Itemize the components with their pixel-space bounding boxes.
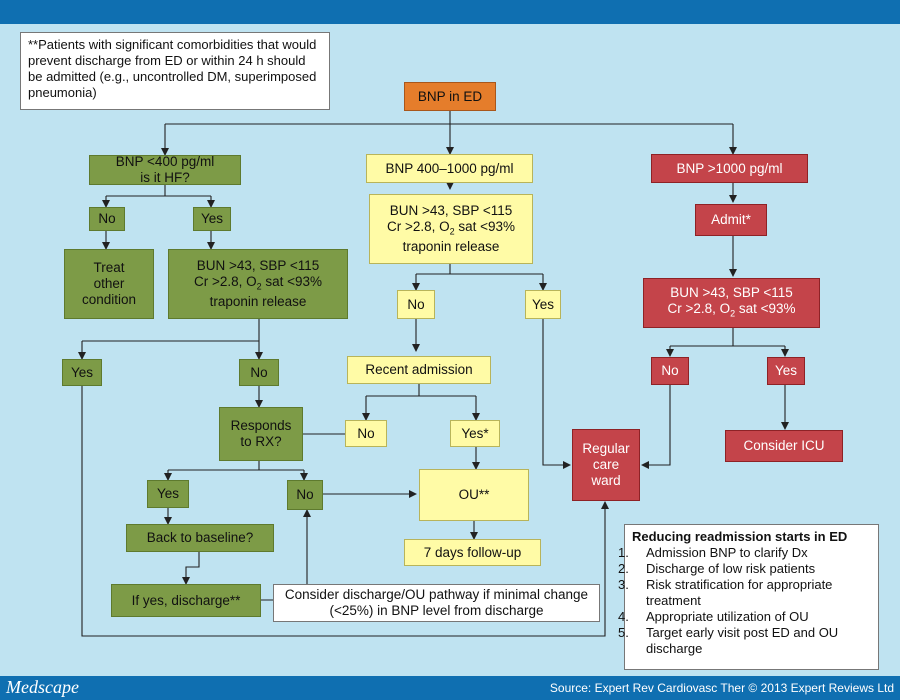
list-item: 3.Risk stratification for appropriate tr… <box>618 577 833 608</box>
responds-no-label: No <box>296 487 314 502</box>
criteria-right-node: BUN >43, SBP <115 Cr >2.8, O2 sat <93% <box>643 278 820 328</box>
right-yes-node: Yes <box>767 357 805 385</box>
bnp-in-ed-node: BNP in ED <box>404 82 496 111</box>
ou-label: OU** <box>458 487 490 502</box>
flowchart-canvas: **Patients with significant comorbiditie… <box>0 24 900 676</box>
back-to-baseline-node: Back to baseline? <box>126 524 274 552</box>
regular-line3: ward <box>591 473 621 488</box>
medscape-logo[interactable]: Medscape <box>6 677 79 697</box>
admit-node: Admit* <box>695 204 767 236</box>
recent-yes-node: Yes* <box>450 420 500 447</box>
reducing-readmission-note: Reducing readmission starts in ED 1.Admi… <box>618 524 879 670</box>
left-no-node: No <box>89 207 125 231</box>
consider-icu-node: Consider ICU <box>725 430 843 462</box>
left-no2-label: No <box>250 364 268 380</box>
responds-line1: Responds <box>230 418 292 433</box>
back-to-baseline-label: Back to baseline? <box>146 530 254 545</box>
reducing-readmission-list: 1.Admission BNP to clarify Dx 2.Discharg… <box>618 545 871 657</box>
criteria-mid-line3: traponin release <box>402 239 500 255</box>
treat-line3: condition <box>81 292 137 307</box>
footer-bar: Medscape Source: Expert Rev Cardiovasc T… <box>0 676 900 700</box>
bnp-mid-node: BNP 400–1000 pg/ml <box>366 154 533 183</box>
arrow <box>182 552 200 585</box>
left-yes2-node: Yes <box>62 359 102 386</box>
responds-yes-label: Yes <box>156 486 180 501</box>
treat-line2: other <box>93 276 125 291</box>
criteria-left-line3: traponin release <box>209 294 307 310</box>
consider-discharge-node: Consider discharge/OU pathway if minimal… <box>273 584 600 622</box>
responds-line2: to RX? <box>240 434 282 449</box>
consider-icu-label: Consider ICU <box>743 438 825 453</box>
criteria-mid-line1: BUN >43, SBP <115 <box>389 202 513 218</box>
bnp-in-ed-label: BNP in ED <box>417 88 483 104</box>
recent-no-node: No <box>345 420 387 447</box>
list-item: 2.Discharge of low risk patients <box>618 561 816 576</box>
bnp-low-node: BNP <400 pg/ml is it HF? <box>89 154 241 185</box>
discharge-node: If yes, discharge** <box>111 584 261 617</box>
regular-care-ward-node: Regular care ward <box>572 429 640 501</box>
criteria-left-line2: Cr >2.8, O2 sat <93% <box>193 273 323 292</box>
comorbidity-note: **Patients with significant comorbiditie… <box>20 32 330 110</box>
reducing-readmission-title: Reducing readmission starts in ED <box>632 529 848 544</box>
list-item: 4.Appropriate utilization of OU <box>618 609 809 624</box>
recent-no-label: No <box>357 425 375 441</box>
criteria-left-line1: BUN >43, SBP <115 <box>196 257 320 273</box>
left-yes2-label: Yes <box>70 364 94 380</box>
regular-line1: Regular <box>582 441 630 456</box>
admit-label: Admit* <box>711 212 751 227</box>
bnp-low-line1: BNP <400 pg/ml <box>115 154 215 169</box>
bnp-high-label: BNP >1000 pg/ml <box>676 160 783 176</box>
responds-yes-node: Yes <box>147 480 189 508</box>
mid-no-node: No <box>397 290 435 319</box>
followup-label: 7 days follow-up <box>423 544 522 560</box>
responds-node: Responds to RX? <box>219 407 303 461</box>
source-credit: Source: Expert Rev Cardiovasc Ther © 201… <box>549 681 894 695</box>
comorbidity-note-text: **Patients with significant comorbiditie… <box>28 37 317 100</box>
consider-discharge-label: Consider discharge/OU pathway if minimal… <box>284 587 589 618</box>
followup-node: 7 days follow-up <box>404 539 541 566</box>
criteria-mid-node: BUN >43, SBP <115 Cr >2.8, O2 sat <93% t… <box>369 194 533 264</box>
list-item: 1.Admission BNP to clarify Dx <box>618 545 808 560</box>
recent-admission-label: Recent admission <box>365 362 473 377</box>
right-yes-label: Yes <box>774 363 798 378</box>
criteria-right-line1: BUN >43, SBP <115 <box>670 284 793 300</box>
arrow <box>81 386 609 637</box>
left-yes-label: Yes <box>200 211 224 226</box>
arrow <box>542 319 571 469</box>
recent-admission-node: Recent admission <box>347 356 491 384</box>
criteria-right-line2: Cr >2.8, O2 sat <93% <box>667 300 796 319</box>
top-bar <box>0 0 900 24</box>
treat-line1: Treat <box>93 260 125 275</box>
left-no2-node: No <box>239 359 279 386</box>
criteria-left-node: BUN >43, SBP <115 Cr >2.8, O2 sat <93% t… <box>168 249 348 319</box>
regular-line2: care <box>592 457 620 472</box>
right-no-label: No <box>661 363 679 378</box>
left-yes-node: Yes <box>193 207 231 231</box>
ou-node: OU** <box>419 469 529 521</box>
list-item: 5.Target early visit post ED and OU disc… <box>618 625 839 656</box>
bnp-mid-label: BNP 400–1000 pg/ml <box>385 160 514 176</box>
arrow <box>641 385 671 469</box>
mid-no-label: No <box>407 296 425 312</box>
treat-other-node: Treat other condition <box>64 249 154 319</box>
criteria-mid-line2: Cr >2.8, O2 sat <93% <box>386 218 516 237</box>
discharge-label: If yes, discharge** <box>131 592 241 608</box>
mid-yes-node: Yes <box>525 290 561 319</box>
bnp-low-line2: is it HF? <box>140 170 190 185</box>
mid-yes-label: Yes <box>531 296 555 312</box>
responds-no-node: No <box>287 480 323 510</box>
bnp-high-node: BNP >1000 pg/ml <box>651 154 808 183</box>
recent-yes-label: Yes* <box>461 425 489 441</box>
right-no-node: No <box>651 357 689 385</box>
left-no-label: No <box>98 211 116 226</box>
